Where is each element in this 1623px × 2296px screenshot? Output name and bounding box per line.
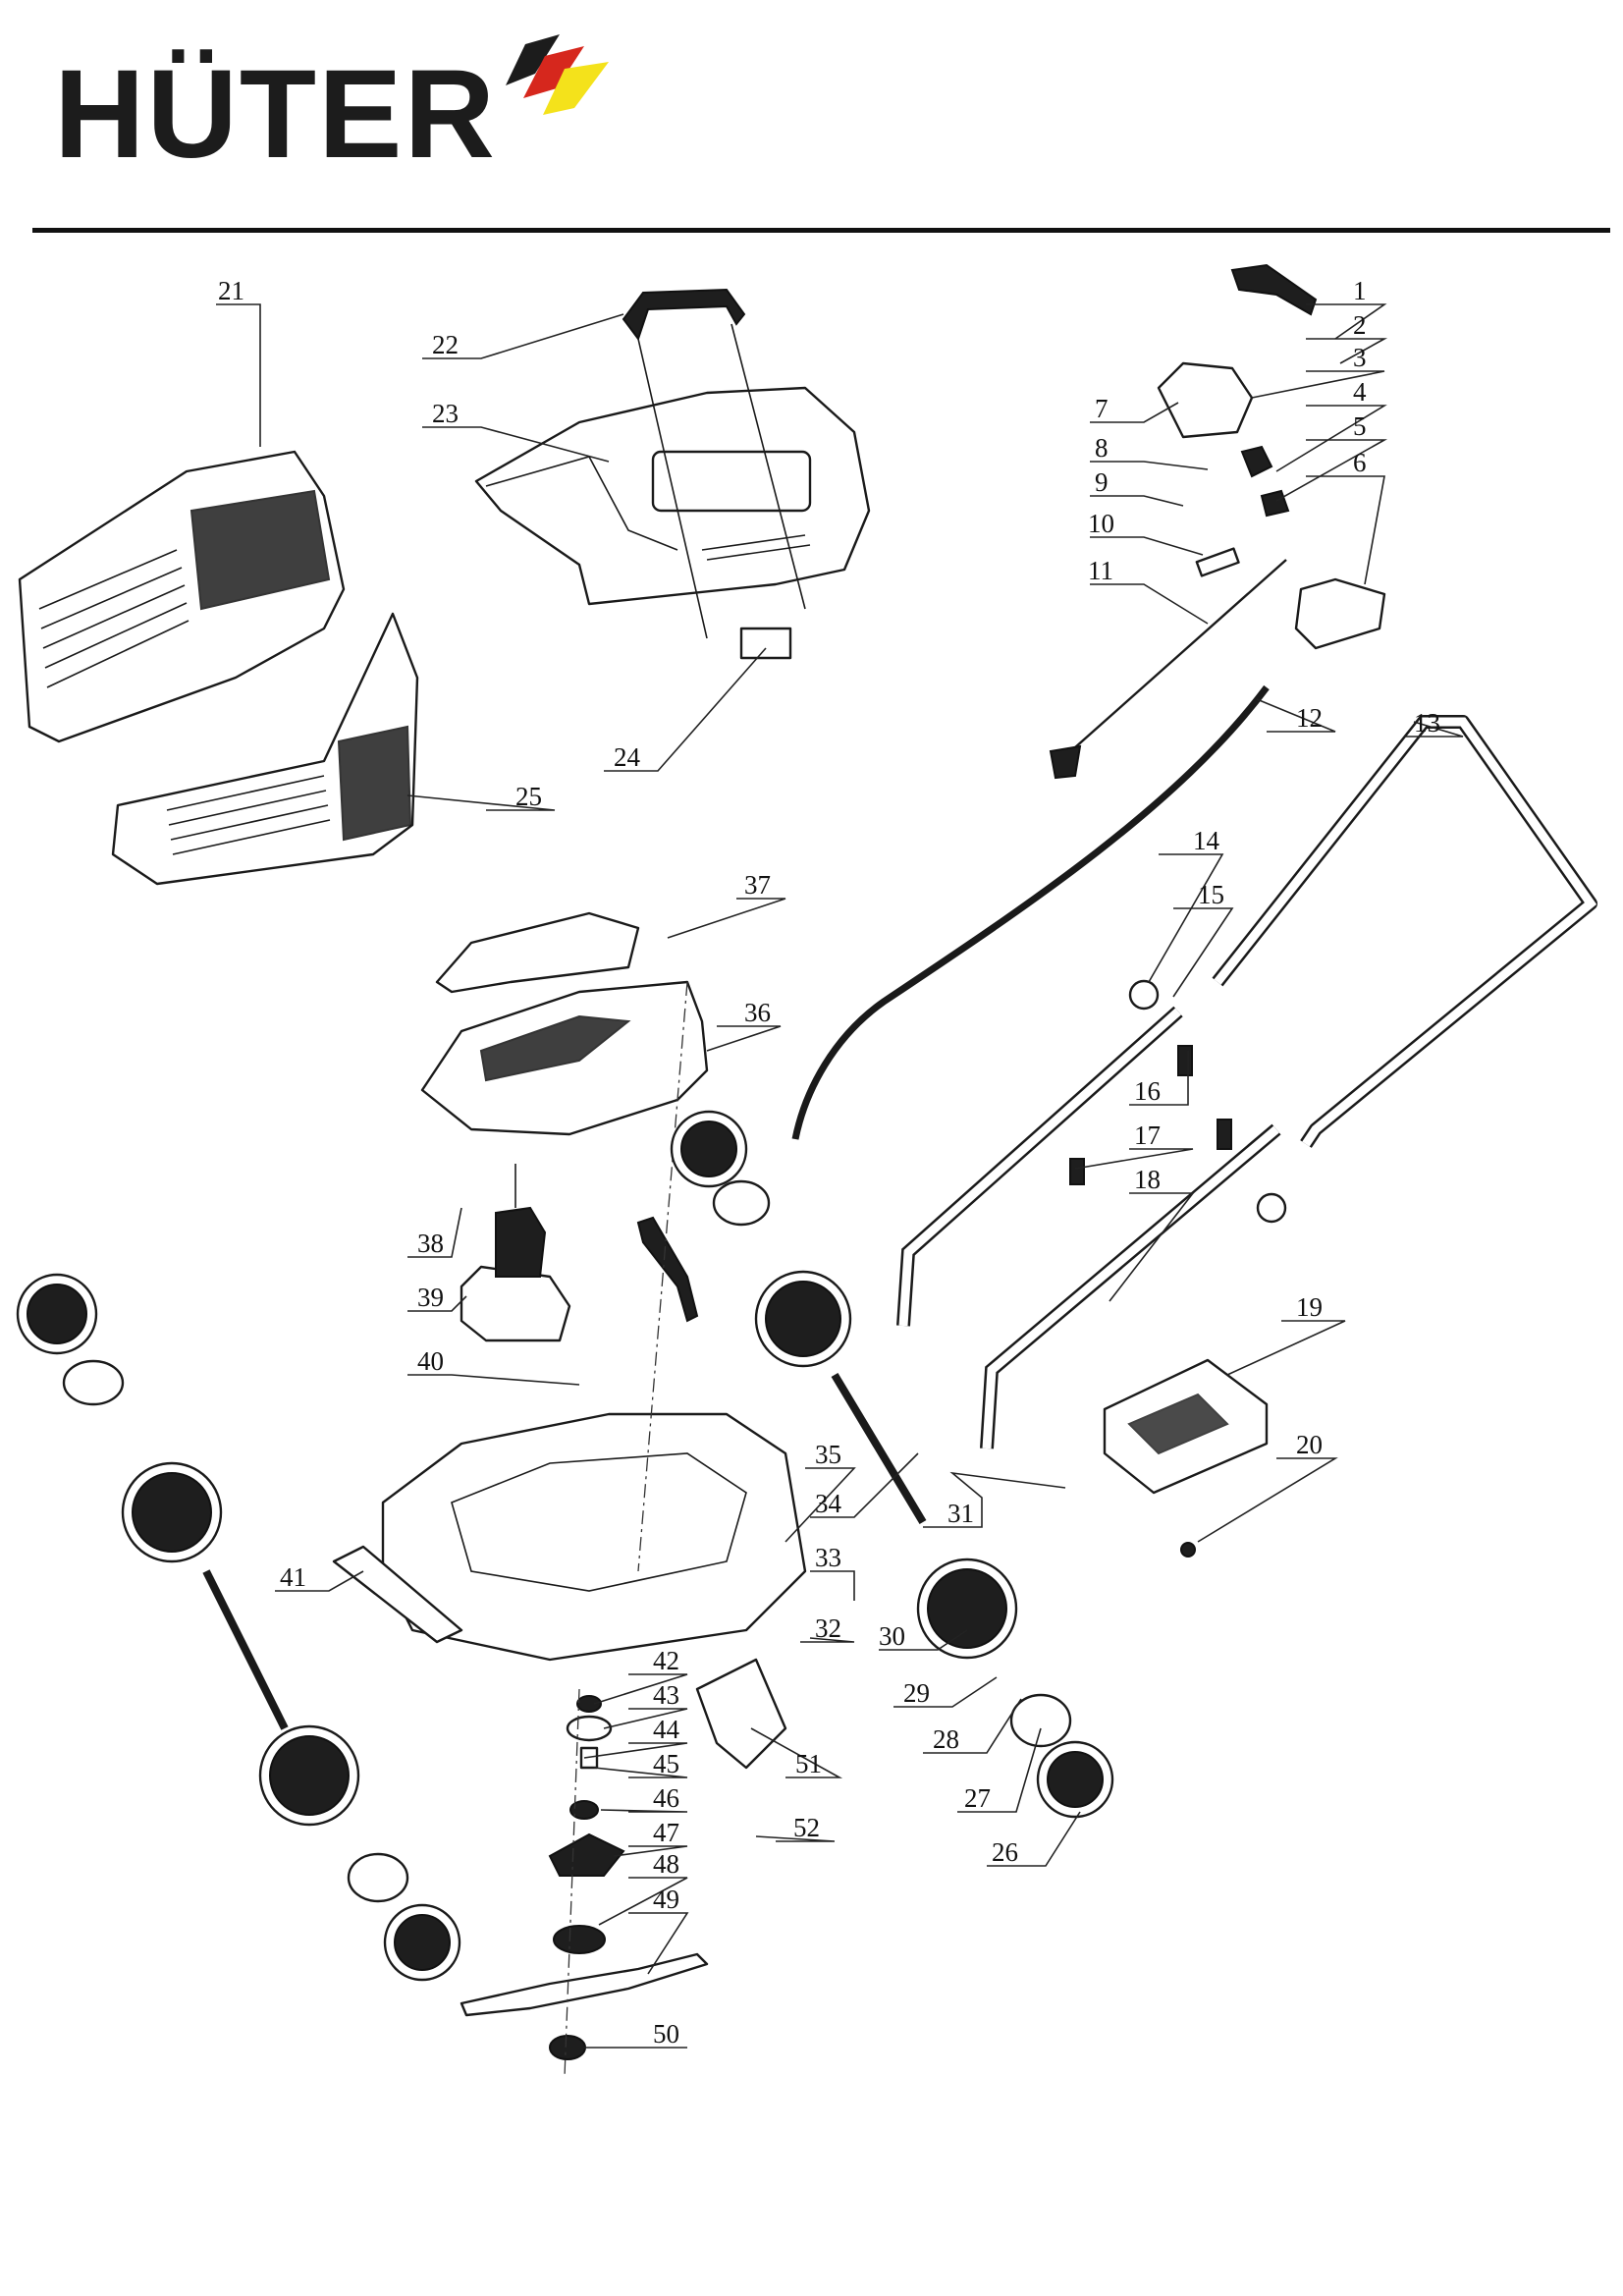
callout-9: 9	[1095, 467, 1109, 497]
callout-47: 47	[653, 1818, 679, 1847]
callout-11: 11	[1088, 556, 1113, 585]
callout-51: 51	[795, 1749, 822, 1778]
callout-45: 45	[653, 1749, 679, 1778]
mower-deck	[381, 981, 807, 1662]
callout-50: 50	[653, 2019, 679, 2049]
lower-handles	[896, 1006, 1281, 1449]
rear-axle	[831, 1372, 927, 1525]
header-rule	[32, 228, 1610, 233]
callout-16: 16	[1134, 1076, 1161, 1106]
front-bar	[332, 1545, 463, 1644]
callout-26: 26	[992, 1837, 1018, 1867]
callout-numbers: 1 2 3 4 5 6 7 8 9 10 11 12 13 14 15 16 1…	[218, 276, 1440, 2049]
callout-31: 31	[947, 1499, 974, 1528]
callout-5: 5	[1353, 411, 1367, 441]
callout-17: 17	[1134, 1121, 1161, 1150]
side-flap	[695, 1658, 787, 1770]
callout-23: 23	[432, 399, 459, 428]
callout-38: 38	[417, 1229, 444, 1258]
logo-text: HÜTER	[54, 44, 497, 185]
callout-44: 44	[653, 1715, 680, 1744]
callout-52: 52	[793, 1813, 820, 1842]
callout-32: 32	[815, 1613, 841, 1643]
callout-14: 14	[1193, 826, 1220, 855]
exploded-parts-diagram: 1 2 3 4 5 6 7 8 9 10 11 12 13 14 15 16 1…	[16, 263, 1597, 2078]
catcher-handle-and-frame	[474, 288, 871, 660]
callout-15: 15	[1198, 880, 1224, 909]
callout-24: 24	[614, 742, 641, 772]
callout-6: 6	[1353, 448, 1367, 477]
callout-28: 28	[933, 1724, 959, 1754]
callout-29: 29	[903, 1678, 930, 1708]
cable	[791, 684, 1270, 1140]
logo-flag-mark	[506, 34, 609, 115]
callout-35: 35	[815, 1440, 841, 1469]
cable-holder	[1103, 1358, 1269, 1558]
callout-33: 33	[815, 1543, 841, 1572]
callout-1: 1	[1353, 276, 1367, 305]
callout-49: 49	[653, 1885, 679, 1914]
callout-4: 4	[1353, 377, 1367, 407]
callout-27: 27	[964, 1783, 991, 1813]
callout-2: 2	[1353, 310, 1367, 340]
callout-42: 42	[653, 1646, 679, 1675]
blade-stack	[460, 1688, 709, 2078]
callout-19: 19	[1296, 1292, 1323, 1322]
callout-10: 10	[1088, 509, 1114, 538]
upper-handle	[1212, 715, 1597, 1148]
callout-34: 34	[815, 1489, 842, 1518]
callout-8: 8	[1095, 433, 1109, 463]
callout-39: 39	[417, 1283, 444, 1312]
callout-22: 22	[432, 330, 459, 359]
callout-20: 20	[1296, 1430, 1323, 1459]
callout-7: 7	[1095, 394, 1109, 423]
spring	[1069, 1158, 1085, 1185]
callout-36: 36	[744, 998, 771, 1027]
callout-13: 13	[1414, 708, 1440, 738]
callout-46: 46	[653, 1783, 679, 1813]
callout-18: 18	[1134, 1165, 1161, 1194]
callout-37: 37	[744, 870, 771, 900]
wheels	[16, 1110, 1114, 1982]
motor	[460, 1164, 571, 1342]
callout-41: 41	[280, 1562, 306, 1592]
rear-cover	[420, 911, 709, 1136]
grass-catcher-bottom	[111, 612, 419, 886]
leader-lines	[216, 303, 1464, 2049]
callout-48: 48	[653, 1849, 679, 1879]
front-axle	[202, 1569, 289, 1730]
callout-25: 25	[515, 782, 542, 811]
huter-logo: HÜTER	[54, 34, 609, 185]
callout-21: 21	[218, 276, 244, 305]
grass-catcher-top	[18, 450, 346, 743]
callout-12: 12	[1296, 703, 1323, 733]
callout-30: 30	[879, 1621, 905, 1651]
callout-3: 3	[1353, 343, 1367, 372]
callout-40: 40	[417, 1346, 444, 1376]
callout-43: 43	[653, 1680, 679, 1710]
